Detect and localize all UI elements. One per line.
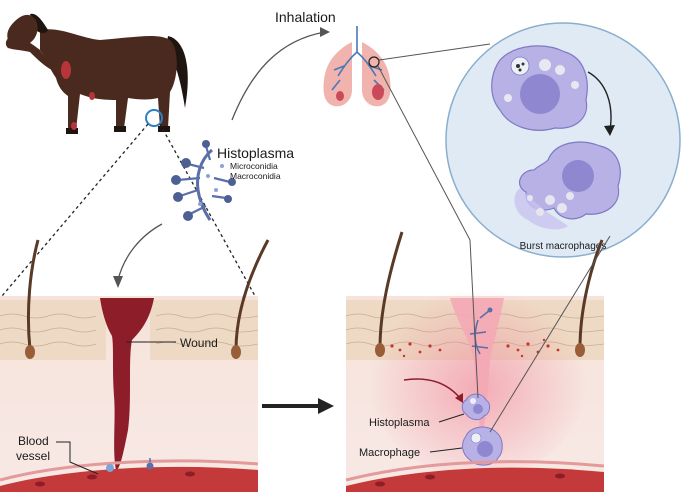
- inhalation-label: Inhalation: [275, 9, 336, 25]
- macrophage-label: Macrophage: [359, 447, 420, 459]
- histoplasma-title: Histoplasma: [217, 145, 294, 161]
- blood-vessel-label-line1: Blood: [18, 434, 49, 448]
- hair-follicle-icon: [231, 239, 270, 359]
- microconidia-label: Microconidia: [230, 161, 278, 171]
- blood-vessel-label-line2: vessel: [16, 449, 50, 463]
- macroconidia-label: Macroconidia: [230, 171, 281, 181]
- wound-label: Wound: [180, 336, 218, 350]
- burst-macrophages-label: Burst macrophages: [520, 241, 607, 252]
- fungus-icon: [171, 140, 236, 221]
- hair-follicle-icon: [375, 231, 404, 357]
- right-skin-panel: [345, 231, 605, 492]
- hair-follicle-icon: [25, 239, 40, 359]
- burst-macrophages-panel: Burst macrophages: [445, 22, 681, 258]
- hair-follicle-icon: [575, 239, 604, 357]
- histoplasma-cell-label: Histoplasma: [369, 417, 430, 429]
- left-skin-panel: [0, 239, 270, 492]
- lungs-icon: [323, 26, 391, 107]
- horse-icon: [5, 13, 188, 134]
